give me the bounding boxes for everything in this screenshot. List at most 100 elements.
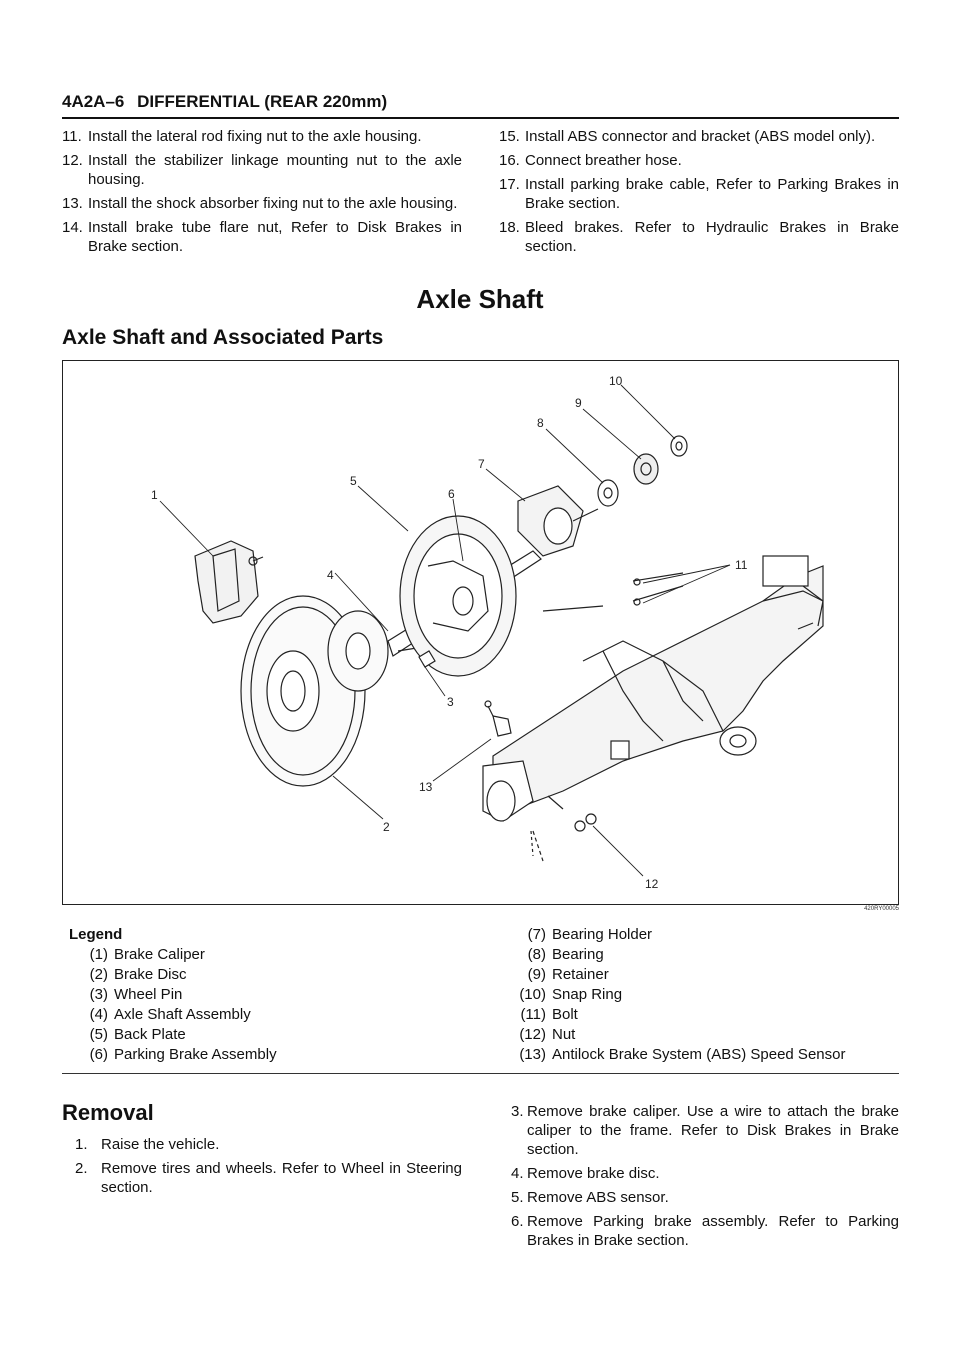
legend-number: (4) [89,1006,108,1023]
legend-label: Axle Shaft Assembly [114,1006,251,1023]
legend-item: (8) Bearing [500,945,899,965]
legend-item: (2)Brake Disc [62,965,482,985]
wheel-pin-drawing [418,650,436,668]
step-text: Install parking brake cable, Refer to Pa… [525,176,899,212]
back-plate-drawing [399,515,517,677]
callout-2: 2 [383,820,390,834]
legend-item: (13)Antilock Brake System (ABS) Speed Se… [500,1045,899,1065]
legend-number: (5) [89,1026,108,1043]
step-text: Remove brake disc. [527,1165,660,1182]
callout-leaders [159,384,731,877]
legend-number: (1) [89,946,108,963]
legend-item: (10) Snap Ring [500,985,899,1005]
step-number: 1. [75,1136,88,1153]
step-text: Remove Parking brake assembly. Refer to … [527,1213,899,1249]
legend-label: Nut [552,1026,576,1043]
axle-housing-drawing [482,555,824,862]
step-number: 18. [499,219,520,236]
legend-number: (7) [527,926,546,943]
brake-caliper-drawing [194,540,264,624]
bearing-set-drawing [517,435,688,557]
step-number: 5. [511,1189,524,1206]
removal-title: Removal [62,1100,154,1125]
header-rule [62,117,899,119]
legend-item: (9) Retainer [500,965,899,985]
figure-code: 420RY00005 [864,906,899,912]
legend-label: Bearing [552,946,604,963]
install-steps-right: 15. Install ABS connector and bracket (AB… [499,127,899,261]
bolts-drawing [542,572,684,612]
step-number: 14. [62,219,83,236]
removal-step: 2.Remove tires and wheels. Refer to Whee… [75,1159,462,1197]
legend-title: Legend [69,926,123,943]
callout-6: 6 [448,487,455,501]
legend-number: (8) [527,946,546,963]
legend-label: Bolt [552,1006,578,1023]
step-text: Install the stabilizer linkage mounting … [88,152,462,188]
step-number: 6. [511,1213,524,1230]
legend-item: (6) Parking Brake Assembly [62,1045,482,1065]
legend-item: (5) Back Plate [62,1025,482,1045]
subsection-title: Axle Shaft and Associated Parts [62,326,384,349]
removal-step: 3.Remove brake caliper. Use a wire to at… [511,1102,899,1159]
install-step: 13.Install the shock absorber fixing nut… [62,194,462,213]
step-text: Bleed brakes. Refer to Hydraulic Brakes … [525,219,899,255]
legend-label: Brake Disc [114,966,187,983]
callout-13: 13 [419,780,433,794]
step-text: Install ABS connector and bracket (ABS m… [525,128,876,145]
legend-label: Snap Ring [552,986,623,1003]
legend-label: Antilock Brake System (ABS) Speed Sensor [552,1046,846,1063]
legend-label: Bearing Holder [552,926,653,943]
callout-9: 9 [575,396,582,410]
step-number: 13. [62,195,83,212]
step-number: 11. [62,128,82,145]
legend-item: (12) Nut [500,1025,899,1045]
exploded-view-diagram: 1 2 3 4 5 6 7 8 9 10 11 12 13 [151,374,824,891]
step-number: 15. [499,128,520,145]
callout-7: 7 [478,457,485,471]
legend-number: (11) [520,1006,546,1023]
step-number: 16. [499,152,520,169]
install-step: 17. Install parking brake cable, Refer to… [499,175,899,213]
legend-item: (11) Bolt [500,1005,899,1025]
legend-number: (10) [519,986,546,1003]
install-steps-left: 11. Install the lateral rod fixing nut to… [62,127,462,261]
nut-drawing [574,813,597,832]
callout-4: 4 [327,568,334,582]
legend-label: Back Plate [114,1026,186,1043]
install-step: 15. Install ABS connector and bracket (AB… [499,127,899,146]
legend-label: Brake Caliper [114,946,205,963]
legend-label: Retainer [552,966,609,983]
section-code: 4A2A–6 [62,92,125,111]
step-number: 17. [499,176,520,193]
callout-8: 8 [537,416,544,430]
removal-step: 4.Remove brake disc. [511,1164,899,1183]
callout-11: 11 [735,558,748,572]
callout-10: 10 [609,374,623,388]
step-text: Install the lateral rod fixing nut to th… [88,128,422,145]
callout-5: 5 [350,474,357,488]
legend-rule [62,1073,899,1074]
step-text: Remove ABS sensor. [527,1189,669,1206]
legend-item: (4) Axle Shaft Assembly [62,1005,482,1025]
legend-label: Parking Brake Assembly [114,1046,277,1063]
callout-3: 3 [447,695,454,709]
step-text: Remove tires and wheels. Refer to Wheel … [101,1160,462,1196]
install-step: 12.Install the stabilizer linkage mounti… [62,151,462,189]
removal-steps-right: 3.Remove brake caliper. Use a wire to at… [511,1102,899,1255]
install-step: 11. Install the lateral rod fixing nut to… [62,127,462,146]
removal-step: 5.Remove ABS sensor. [511,1188,899,1207]
chapter-title: DIFFERENTIAL (REAR 220mm) [137,92,388,111]
legend-number: (12) [519,1026,546,1043]
section-title: Axle Shaft [416,284,544,314]
legend-label: Wheel Pin [114,986,183,1003]
removal-step: 1.Raise the vehicle. [75,1135,462,1154]
abs-sensor-drawing [484,700,512,737]
step-text: Install brake tube flare nut, Refer to D… [88,219,462,255]
install-step: 14. Install brake tube flare nut, Refer t… [62,218,462,256]
legend-item: (7) Bearing Holder [500,925,899,945]
legend-number: (6) [89,1046,108,1063]
install-step: 16.Connect breather hose. [499,151,899,170]
callout-1: 1 [151,488,158,502]
legend-number: (9) [527,966,546,983]
